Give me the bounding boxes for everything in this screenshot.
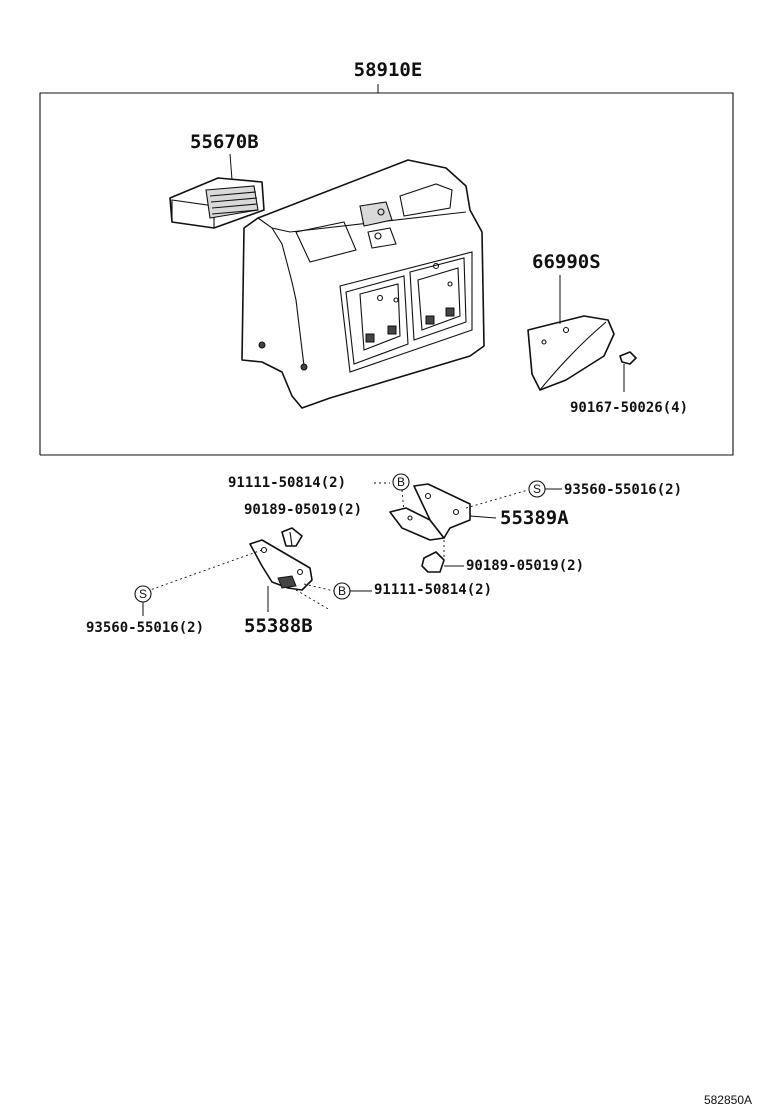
bracket-a-group: 91111-50814(2) B 90189-05019(2) 55389A S… [228,473,682,574]
clip-lower-label: 90189-05019(2) [466,558,584,574]
bolt-b-lower-label: 91111-50814(2) [374,582,492,598]
bolt-b-upper-label: 91111-50814(2) [228,475,346,491]
clip-upper-label: 90189-05019(2) [244,502,362,518]
vent-part-label: 55670B [190,131,259,153]
bolt-b-symbol-letter: B [397,475,405,489]
lid-screw-label: 90167-50026(4) [570,400,688,416]
lid-part: 66990S 90167-50026(4) [527,251,688,416]
screw-s-lower-letter: S [139,587,147,601]
bracket-a-label: 55389A [500,507,569,529]
bracket-b-label: 55388B [244,615,313,637]
bracket-b-group: B 91111-50814(2) S 93560-55016(2) 55388B [86,527,492,637]
assembly-label: 58910E [354,59,423,81]
bolt-b-lower-letter: B [338,584,346,598]
console-panel-part [241,159,485,409]
bolt-b-symbol-icon [392,473,410,491]
air-vent-part: 55670B [169,131,265,229]
assembly-frame: 58910E [39,59,734,456]
drawing-code: 582850A [704,1093,752,1107]
screw-s-upper-label: 93560-55016(2) [564,482,682,498]
screw-s-upper-letter: S [533,482,541,496]
lid-part-label: 66990S [532,251,601,273]
screw-s-lower-label: 93560-55016(2) [86,620,204,636]
